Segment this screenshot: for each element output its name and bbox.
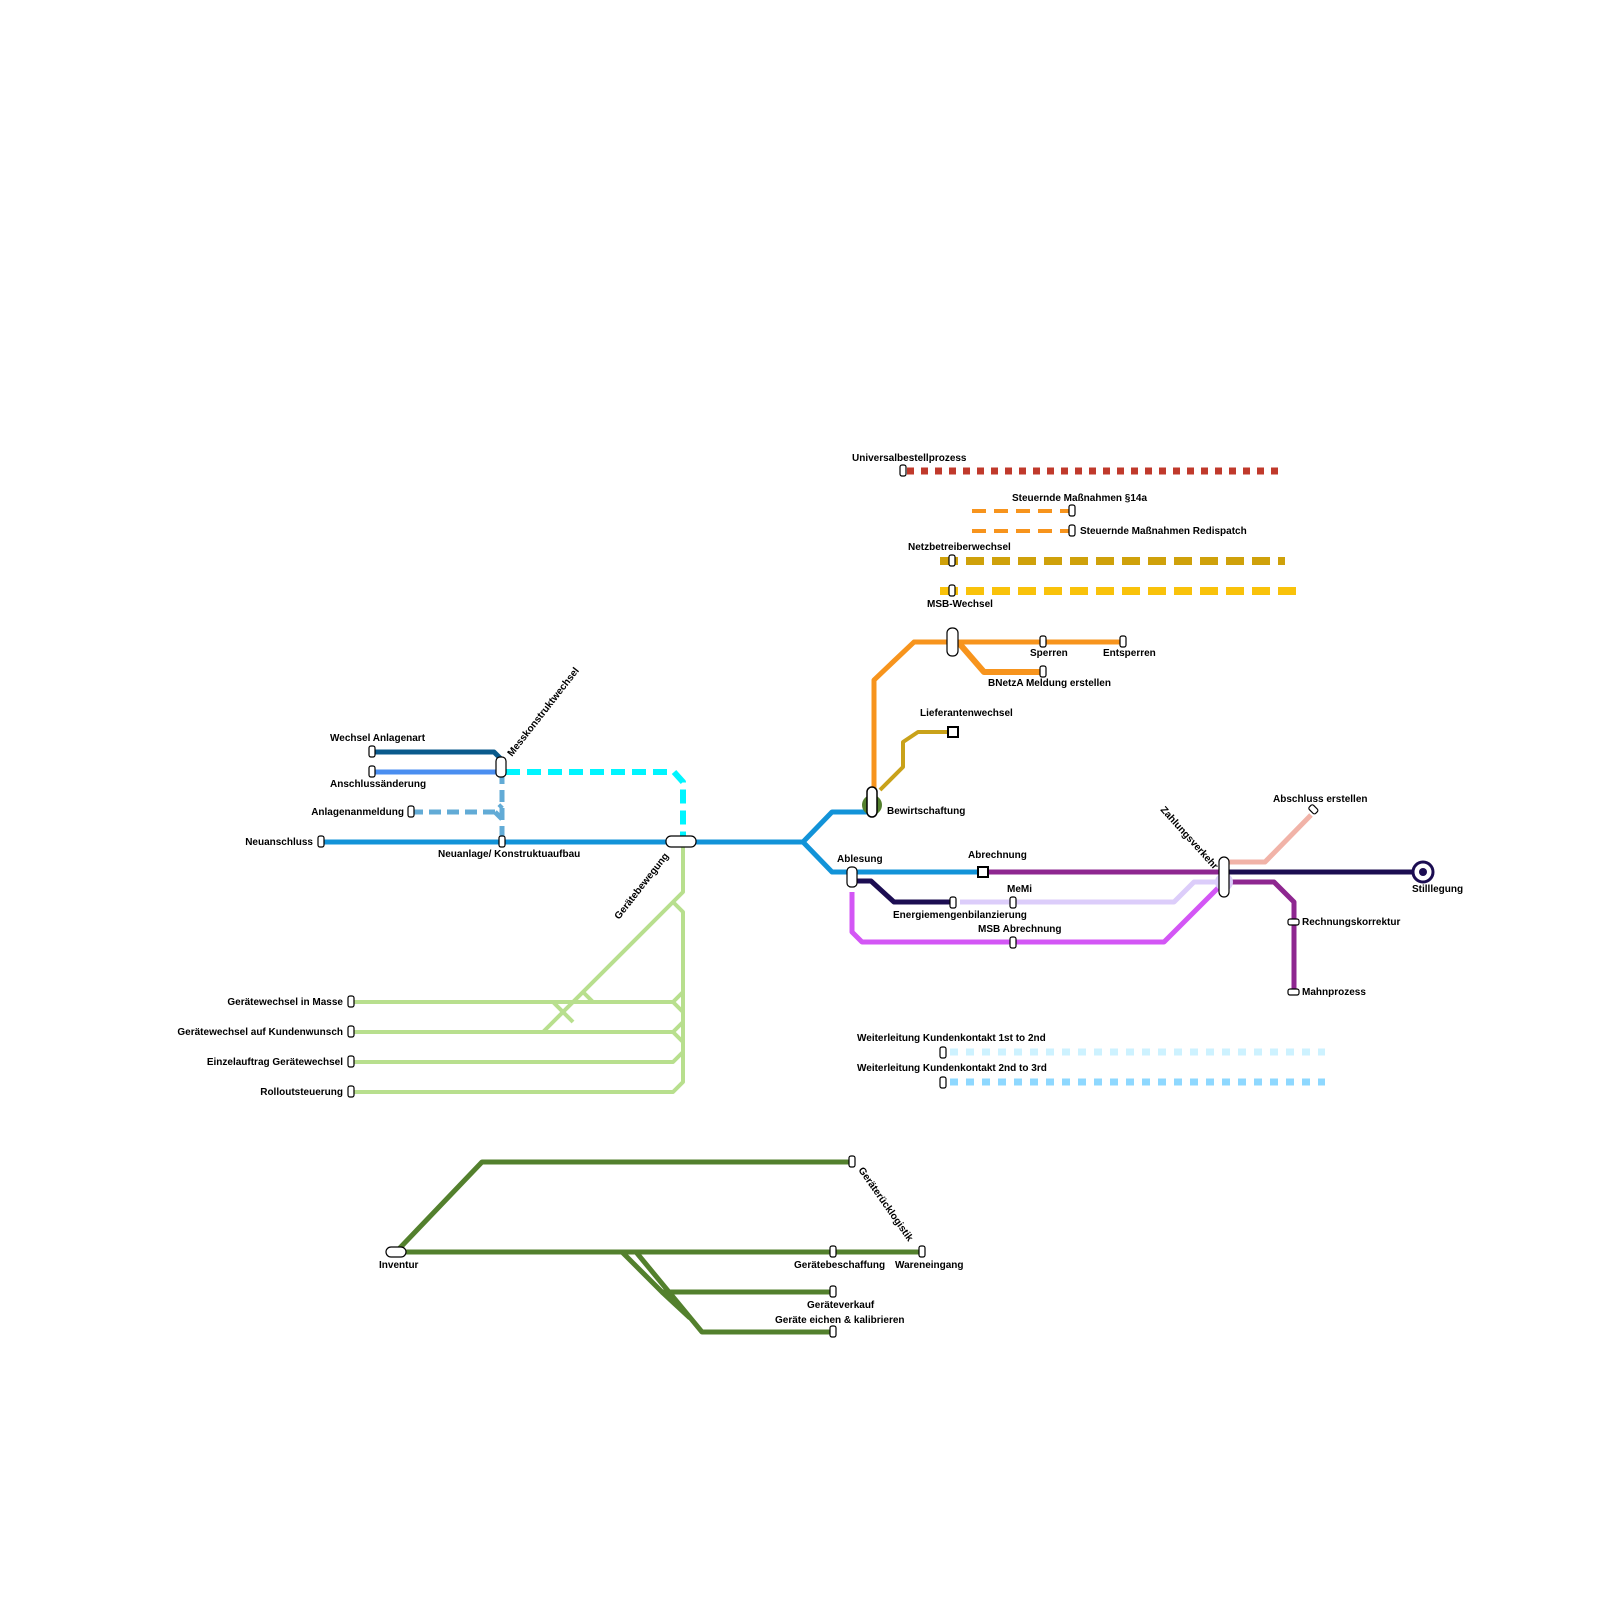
station-bnetza[interactable]: [1039, 665, 1047, 678]
station-geraeteruecklogistik[interactable]: [848, 1155, 856, 1168]
label-wareneingang: Wareneingang: [895, 1260, 964, 1271]
label-zahlungsverkehr: Zahlungsverkehr: [1158, 805, 1220, 872]
label-netzbetreiberwechsel: Netzbetreiberwechsel: [908, 542, 1011, 553]
line-inventur-network: [394, 1159, 922, 1335]
label-wechsel-anlagenart: Wechsel Anlagenart: [330, 733, 426, 744]
station-memi[interactable]: [1009, 896, 1017, 909]
station-bewirtschaftung[interactable]: [866, 786, 878, 818]
label-neuanschluss: Neuanschluss: [245, 837, 313, 848]
label-weiterleitung-1: Weiterleitung Kundenkontakt 1st to 2nd: [857, 1033, 1046, 1044]
label-abrechnung: Abrechnung: [968, 850, 1027, 861]
station-msb-abrechnung[interactable]: [1009, 936, 1017, 949]
station-anlagenanmeldung[interactable]: [407, 805, 415, 818]
label-anschlussaenderung: Anschlussänderung: [330, 779, 426, 790]
station-inventur[interactable]: [385, 1246, 407, 1258]
line-geraetebewegung-network: [352, 842, 685, 1094]
label-rechnungskorrektur: Rechnungskorrektur: [1302, 917, 1400, 928]
station-weiterleitung-2[interactable]: [939, 1076, 947, 1089]
station-weiterleitung-1[interactable]: [939, 1046, 947, 1059]
label-steuernde-redispatch: Steuernde Maßnahmen Redispatch: [1080, 526, 1247, 537]
station-geraetebewegung[interactable]: [665, 835, 697, 848]
label-abschluss-erstellen: Abschluss erstellen: [1273, 794, 1367, 805]
station-geraete-eichen[interactable]: [829, 1325, 837, 1338]
station-gw-kundenwunsch[interactable]: [347, 1025, 355, 1038]
label-lieferantenwechsel: Lieferantenwechsel: [920, 708, 1013, 719]
station-messkonstruktwechsel[interactable]: [495, 756, 507, 778]
station-sperren[interactable]: [1039, 635, 1047, 648]
line-messkonstrukt-cyan: [506, 769, 686, 842]
station-energiemengenbilanzierung[interactable]: [949, 896, 957, 909]
label-memi: MeMi: [1007, 884, 1032, 895]
station-geraeteverkauf[interactable]: [829, 1285, 837, 1298]
station-rechnungskorrektur[interactable]: [1287, 918, 1300, 926]
label-neuanlage: Neuanlage/ Konstruktuaufbau: [438, 849, 580, 860]
station-universalbestellprozess[interactable]: [899, 464, 907, 477]
label-msb-abrechnung: MSB Abrechnung: [978, 924, 1062, 935]
label-sperren: Sperren: [1030, 648, 1068, 659]
line-orange-bnetza: [955, 640, 1043, 675]
label-energiemengenbilanzierung: Energiemengenbilanzierung: [893, 910, 1027, 921]
label-geraeteruecklogistik: Geräterücklogistik: [856, 1165, 916, 1244]
station-steuernde-redispatch[interactable]: [1068, 524, 1076, 537]
line-orange-main: [871, 639, 1125, 806]
label-inventur: Inventur: [379, 1260, 419, 1271]
station-msb-wechsel[interactable]: [948, 584, 956, 597]
line-lavender: [960, 879, 1224, 905]
station-gw-masse[interactable]: [347, 995, 355, 1008]
label-bnetza: BNetzA Meldung erstellen: [988, 678, 1111, 689]
station-netzbetreiberwechsel[interactable]: [948, 554, 956, 567]
label-weiterleitung-2: Weiterleitung Kundenkontakt 2nd to 3rd: [857, 1063, 1047, 1074]
line-blue-ablesung: [801, 840, 983, 875]
station-neuanschluss[interactable]: [317, 835, 325, 848]
label-geraete-eichen: Geräte eichen & kalibrieren: [775, 1315, 905, 1326]
line-anlagenanmeldung: [411, 772, 505, 842]
label-einzelauftrag: Einzelauftrag Gerätewechsel: [207, 1057, 343, 1068]
label-steuernde-14a: Steuernde Maßnahmen §14a: [1012, 493, 1147, 504]
label-anlagenanmeldung: Anlagenanmeldung: [311, 807, 404, 818]
station-einzelauftrag[interactable]: [347, 1055, 355, 1068]
station-anschlussaenderung[interactable]: [368, 765, 376, 778]
station-ablesung[interactable]: [846, 866, 858, 888]
line-lieferantenwechsel: [878, 730, 952, 792]
station-steuernde-14a[interactable]: [1068, 504, 1076, 517]
label-geraeteverkauf: Geräteverkauf: [807, 1300, 875, 1311]
station-lieferantenwechsel[interactable]: [947, 726, 959, 738]
line-magenta: [849, 880, 1226, 945]
line-salmon-abschluss: [1224, 813, 1313, 865]
label-messkonstruktwechsel: Messkonstruktwechsel: [506, 666, 582, 759]
line-blue-bewirtschaftung: [801, 809, 874, 844]
station-orange-interchange[interactable]: [946, 627, 959, 657]
label-gw-masse: Gerätewechsel in Masse: [227, 997, 343, 1008]
label-entsperren: Entsperren: [1103, 648, 1156, 659]
station-entsperren[interactable]: [1119, 635, 1127, 648]
station-neuanlage[interactable]: [498, 835, 506, 848]
label-geraetebeschaffung: Gerätebeschaffung: [794, 1260, 885, 1271]
label-bewirtschaftung: Bewirtschaftung: [887, 806, 965, 817]
station-geraetebeschaffung[interactable]: [829, 1245, 837, 1258]
label-mahnprozess: Mahnprozess: [1302, 987, 1366, 998]
station-wareneingang[interactable]: [918, 1245, 926, 1258]
label-stilllegung: Stilllegung: [1412, 884, 1463, 895]
label-universalbestellprozess: Universalbestellprozess: [852, 453, 967, 464]
label-ablesung: Ablesung: [837, 854, 883, 865]
station-wechsel-anlagenart[interactable]: [368, 745, 376, 758]
label-msb-wechsel: MSB-Wechsel: [927, 599, 993, 610]
station-zahlungsverkehr[interactable]: [1218, 856, 1230, 898]
station-rolloutsteuerung[interactable]: [347, 1085, 355, 1098]
station-abrechnung[interactable]: [977, 866, 989, 878]
line-navy-energiemengen: [852, 878, 952, 905]
station-stilllegung-dot: [1419, 868, 1427, 876]
label-gw-kundenwunsch: Gerätewechsel auf Kundenwunsch: [177, 1027, 343, 1038]
line-purple-rechnung: [1224, 879, 1297, 992]
station-abschluss-erstellen[interactable]: [1308, 804, 1319, 815]
label-rolloutsteuerung: Rolloutsteuerung: [260, 1087, 343, 1098]
station-mahnprozess[interactable]: [1287, 988, 1300, 996]
line-wechsel-anlagenart: [372, 749, 504, 762]
